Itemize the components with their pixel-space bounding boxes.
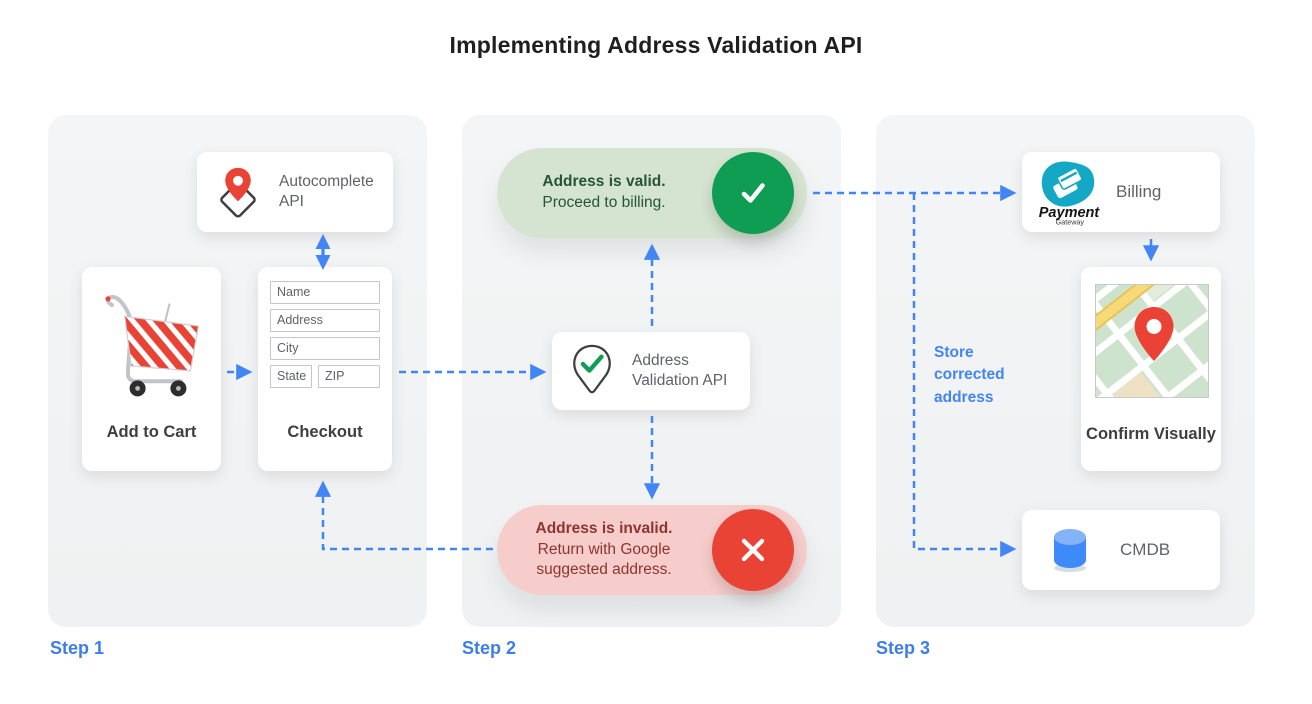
valid-title: Address is valid.: [542, 173, 666, 191]
database-cylinder-icon: [1054, 529, 1086, 572]
cmdb-card: CMDB: [1022, 510, 1220, 590]
valid-subtitle: Proceed to billing.: [542, 194, 666, 211]
invalid-subtitle: Return with Google suggested address.: [536, 540, 672, 579]
zip-field: ZIP: [318, 365, 380, 388]
payment-gateway-logo: Payment Gateway: [1036, 158, 1102, 226]
address-validation-api-label: Address Validation API: [632, 351, 728, 389]
address-field: Address: [270, 309, 380, 332]
cmdb-label: CMDB: [1120, 539, 1171, 559]
address-invalid-banner: Address is invalid. Return with Google s…: [497, 505, 807, 595]
state-field: State: [270, 365, 312, 388]
x-icon: [712, 509, 794, 591]
address-valid-banner: Address is valid. Proceed to billing.: [497, 148, 807, 238]
step3-label: Step 3: [876, 638, 931, 658]
payment-logo-subtitle: Gateway: [1056, 218, 1085, 227]
shopping-cart-icon: [105, 294, 200, 397]
step1-label: Step 1: [50, 638, 105, 658]
address-validation-api-card: Address Validation API: [552, 332, 750, 410]
confirm-visually-card: Confirm Visually: [1081, 267, 1221, 471]
invalid-title: Address is invalid.: [535, 519, 673, 537]
add-to-cart-label: Add to Cart: [106, 422, 197, 441]
payment-logo-title: Payment: [1039, 205, 1101, 221]
check-icon: [712, 152, 794, 234]
confirm-visually-label: Confirm Visually: [1086, 424, 1216, 443]
autocomplete-api-label: Autocomplete API: [279, 172, 374, 210]
checkout-card: Name Address City State ZIP Checkout: [258, 267, 392, 471]
name-field: Name: [270, 281, 380, 304]
map-pin-check-icon: [573, 344, 611, 394]
map-pin-diamond-icon: [220, 167, 256, 218]
billing-card: Payment Gateway Billing: [1022, 152, 1220, 232]
map-thumbnail: [1095, 284, 1209, 398]
step2-label: Step 2: [462, 638, 517, 658]
store-corrected-address-note: Store corrected address: [934, 344, 1005, 406]
checkout-label: Checkout: [287, 422, 363, 441]
autocomplete-api-card: Autocomplete API: [197, 152, 393, 232]
add-to-cart-card: Add to Cart: [82, 267, 221, 471]
city-field: City: [270, 337, 380, 360]
diagram-title: Implementing Address Validation API: [449, 32, 863, 58]
billing-label: Billing: [1116, 181, 1162, 201]
